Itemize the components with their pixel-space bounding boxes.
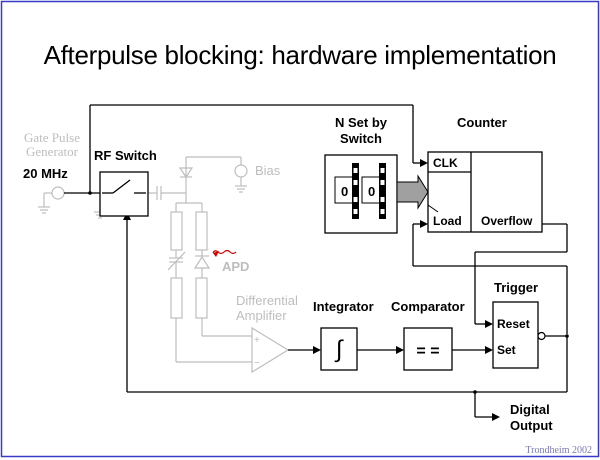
- differential-amplifier-symbol: [251, 326, 290, 374]
- amp-plus-sign: +: [254, 335, 260, 346]
- bias-source-symbol: [234, 164, 248, 178]
- signal-wires: [64, 104, 568, 418]
- bias-label: Bias: [255, 163, 281, 178]
- gate-pulse-frequency-label: 20 MHz: [23, 166, 68, 181]
- integral-icon: ∫: [334, 336, 344, 363]
- counter-load-port: Load: [433, 214, 462, 228]
- counter-clk-port: CLK: [433, 156, 458, 170]
- arrow-to-integrator: [313, 346, 321, 354]
- amp-minus-sign: −: [254, 358, 260, 369]
- analog-front-end: [38, 156, 290, 374]
- protection-diode: [178, 167, 194, 179]
- trigger-output-bubble: [537, 331, 546, 341]
- arrow-to-clk: [420, 159, 428, 167]
- junction-dot: [88, 191, 92, 195]
- trigger-box[interactable]: [492, 301, 539, 369]
- dip-switch-digit-1[interactable]: [334, 163, 359, 219]
- trigger-reset-port: Reset: [497, 317, 530, 331]
- trigger-label: Trigger: [494, 280, 539, 295]
- comparator-box[interactable]: [403, 327, 453, 371]
- comparator-symbol: = =: [416, 343, 439, 360]
- apd-diode-symbol: [193, 255, 211, 269]
- gate-pulse-generator-label: Gate Pulse Generator: [24, 130, 80, 159]
- dip-digit-2-text: 0: [368, 184, 375, 199]
- dip-digit-1-text: 0: [341, 184, 348, 199]
- arrow-to-set: [485, 346, 493, 354]
- resistor-left-upper: [170, 211, 183, 251]
- n-set-by-switch-label: N Set by Switch: [334, 115, 387, 146]
- bus-arrow-icon: [396, 174, 429, 210]
- trigger-set-port: Set: [497, 343, 516, 357]
- apd-label: APD: [222, 259, 250, 274]
- dip-switch-digit-2[interactable]: [361, 163, 386, 219]
- slide-title: Afterpulse blocking: hardware implementa…: [43, 40, 557, 70]
- arrow-to-reset: [485, 320, 493, 328]
- digital-output-label: Digital Output: [510, 402, 553, 433]
- arrow-to-load: [420, 220, 428, 228]
- integrator-box[interactable]: [320, 327, 358, 371]
- arrow-to-digital-output: [492, 413, 500, 421]
- counter-box[interactable]: [427, 151, 543, 233]
- rf-switch-box[interactable]: [99, 171, 149, 217]
- photon-arrow-icon: [212, 249, 237, 255]
- counter-overflow-port: Overflow: [481, 214, 533, 228]
- arrow-to-comparator: [396, 346, 404, 354]
- resistor-left-lower: [170, 277, 183, 319]
- gate-pulse-source-symbol: [51, 186, 65, 200]
- footer-credit: Trondheim 2002: [525, 445, 592, 456]
- counter-label: Counter: [457, 115, 507, 130]
- rf-switch-label: RF Switch: [94, 148, 157, 163]
- integrator-label: Integrator: [313, 299, 374, 314]
- differential-amplifier-label: Differential Amplifier: [236, 293, 298, 323]
- resistor-right-upper: [195, 211, 208, 251]
- resistor-right-lower: [195, 277, 208, 319]
- comparator-label: Comparator: [391, 299, 465, 314]
